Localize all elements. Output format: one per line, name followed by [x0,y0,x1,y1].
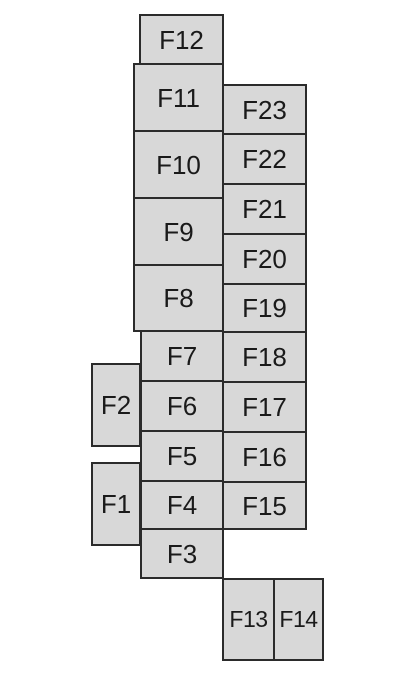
fuse-f23: F23 [222,84,307,135]
fuse-f11: F11 [133,63,224,132]
fuse-f20: F20 [222,233,307,285]
fuse-f19: F19 [222,283,307,333]
fuse-f7: F7 [140,330,224,382]
fuse-f14: F14 [273,578,324,661]
fuse-f16: F16 [222,431,307,483]
fuse-f10: F10 [133,130,224,199]
fuse-f6: F6 [140,380,224,432]
fuse-f15: F15 [222,481,307,530]
fuse-f21: F21 [222,183,307,235]
fuse-f18: F18 [222,331,307,383]
fuse-f3: F3 [140,528,224,579]
fuse-f4: F4 [140,480,224,530]
fuse-f1: F1 [91,462,141,546]
fuse-f17: F17 [222,381,307,433]
fuse-f8: F8 [133,264,224,332]
fuse-f5: F5 [140,430,224,482]
fuse-f9: F9 [133,197,224,266]
fuse-f12: F12 [139,14,224,65]
fuse-f13: F13 [222,578,275,661]
fuse-f2: F2 [91,363,141,447]
fuse-f22: F22 [222,133,307,185]
